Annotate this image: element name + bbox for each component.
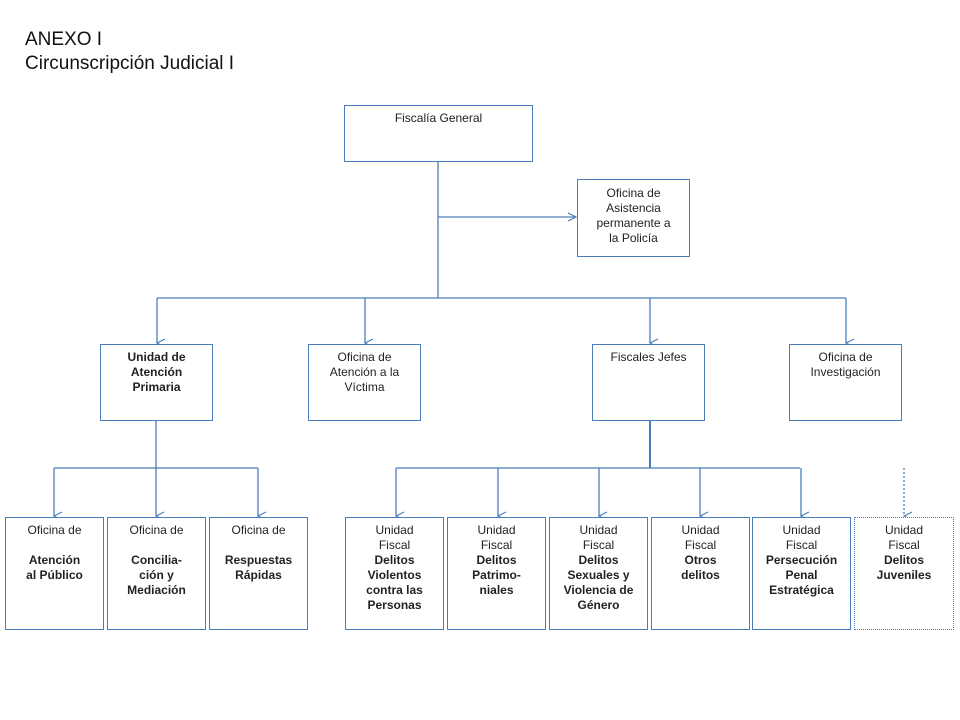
node-header: Fiscal	[684, 538, 717, 552]
node-label: Víctima	[344, 380, 385, 394]
node-header: Oficina de	[231, 523, 286, 537]
node-uf-sexuales: Unidad Fiscal Delitos Sexuales y Violenc…	[549, 517, 648, 630]
node-fiscales-jefes: Fiscales Jefes	[592, 344, 705, 421]
node-uf-juveniles: Unidad Fiscal Delitos Juveniles	[854, 517, 954, 630]
node-label: Género	[577, 598, 620, 612]
node-oficina-atencion-publico: Oficina de Atención al Público	[5, 517, 104, 630]
node-label: Oficina de	[818, 350, 873, 364]
node-header: Unidad	[375, 523, 414, 537]
node-header: Fiscal	[888, 538, 920, 552]
node-label: Personas	[367, 598, 422, 612]
node-header: Unidad	[782, 523, 821, 537]
node-label: Mediación	[127, 583, 186, 597]
node-label: ción y	[139, 568, 174, 582]
node-header: Fiscal	[480, 538, 513, 552]
node-label: Respuestas	[224, 553, 293, 567]
node-label: Estratégica	[769, 583, 834, 597]
title-line-1: ANEXO I	[25, 29, 103, 50]
node-uf-persecucion: Unidad Fiscal Persecución Penal Estratég…	[752, 517, 851, 630]
node-label: Violentos	[367, 568, 422, 582]
node-header: Fiscal	[378, 538, 411, 552]
node-label: niales	[479, 583, 514, 597]
node-label: delitos	[681, 568, 720, 582]
node-label: Patrimo-	[472, 568, 521, 582]
node-oficina-atencion-victima: Oficina de Atención a la Víctima	[308, 344, 421, 421]
node-header: Fiscal	[582, 538, 615, 552]
node-oficina-asistencia: Oficina de Asistencia permanente a la Po…	[577, 179, 690, 257]
title-line-2: Circunscripción Judicial I	[25, 53, 235, 74]
node-label: Persecución	[765, 553, 838, 567]
node-label: Penal	[785, 568, 818, 582]
node-header: Unidad	[884, 523, 924, 537]
node-label: permanente a	[596, 216, 671, 230]
node-label: Fiscales Jefes	[610, 350, 687, 364]
node-oficina-respuestas: Oficina de Respuestas Rápidas	[209, 517, 308, 630]
node-fiscalia-general: Fiscalía General	[344, 105, 533, 162]
node-label: Concilia-	[131, 553, 182, 567]
node-label: Atención	[28, 553, 81, 567]
node-label: al Público	[26, 568, 83, 582]
node-header: Fiscal	[785, 538, 818, 552]
node-label: Oficina de	[337, 350, 392, 364]
node-oficina-conciliacion: Oficina de Concilia- ción y Mediación	[107, 517, 206, 630]
node-header: Unidad	[681, 523, 720, 537]
node-header: Unidad	[579, 523, 618, 537]
node-label: Investigación	[810, 365, 881, 379]
node-unidad-atencion-primaria: Unidad de Atención Primaria	[100, 344, 213, 421]
node-label: Unidad de	[127, 350, 186, 364]
node-label: Rápidas	[235, 568, 282, 582]
node-label: Delitos	[476, 553, 517, 567]
node-label: la Policía	[609, 231, 658, 245]
node-header: Unidad	[477, 523, 516, 537]
node-label: Delitos	[374, 553, 415, 567]
node-label: Asistencia	[606, 201, 661, 215]
node-label: contra las	[366, 583, 423, 597]
node-oficina-investigacion: Oficina de Investigación	[789, 344, 902, 421]
node-label: Oficina de	[606, 186, 661, 200]
node-uf-patrimoniales: Unidad Fiscal Delitos Patrimo- niales	[447, 517, 546, 630]
node-header: Oficina de	[129, 523, 184, 537]
node-header: Oficina de	[27, 523, 82, 537]
page-title: ANEXO I Circunscripción Judicial I	[25, 28, 234, 76]
node-label: Violencia de	[563, 583, 634, 597]
node-label: Delitos	[578, 553, 619, 567]
node-label: Atención a la	[329, 365, 400, 379]
node-label: Fiscalía General	[394, 111, 483, 125]
node-label: Atención	[130, 365, 183, 379]
node-label: Sexuales y	[567, 568, 630, 582]
node-uf-otros: Unidad Fiscal Otros delitos	[651, 517, 750, 630]
node-label: Primaria	[132, 380, 181, 394]
node-label: Delitos	[883, 553, 924, 567]
node-uf-violentos: Unidad Fiscal Delitos Violentos contra l…	[345, 517, 444, 630]
node-label: Juveniles	[876, 568, 932, 582]
node-label: Otros	[684, 553, 717, 567]
